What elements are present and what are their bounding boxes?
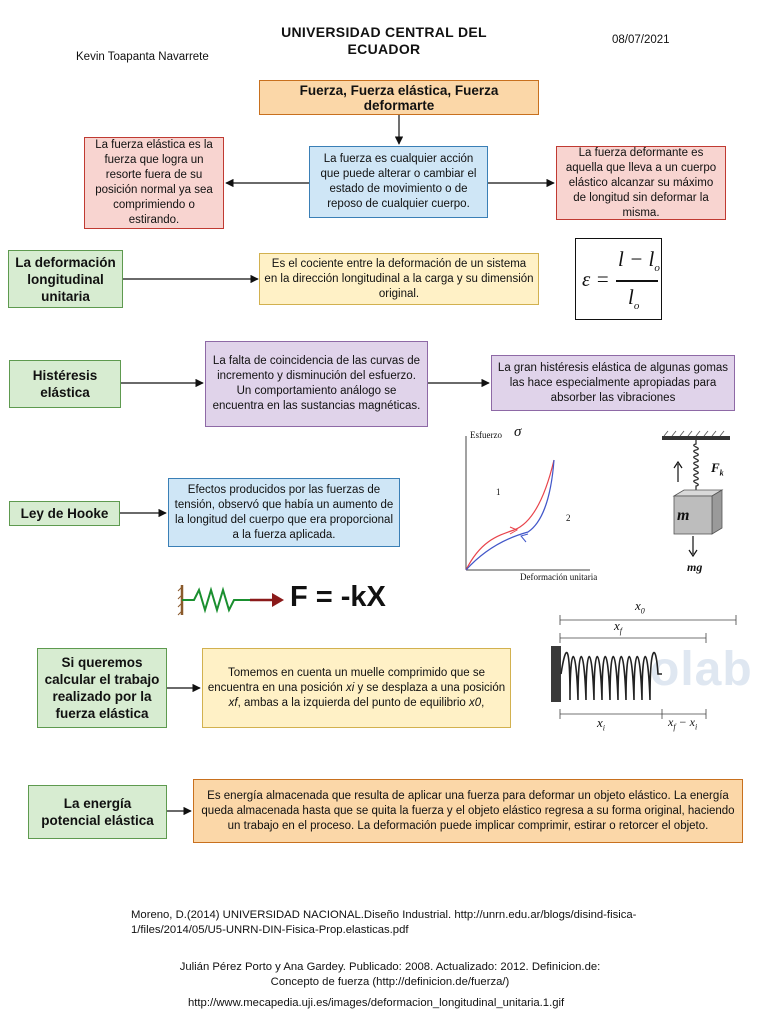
strain-formula: ε = l − lo lo (575, 238, 662, 320)
denominator-sub: o (633, 300, 640, 313)
graph-curve1-label: 1 (496, 487, 501, 497)
diff-label: xf − xi (668, 715, 697, 731)
force-label-text: F (711, 460, 720, 475)
institution-title: UNIVERSIDAD CENTRAL DEL ECUADOR (270, 24, 498, 58)
hooke-formula: F = -kX (290, 581, 386, 613)
loading-curve-1 (465, 459, 555, 571)
hanging-spring (693, 440, 699, 492)
hooke-text-box: Efectos producidos por las fuerzas de te… (168, 478, 400, 547)
institution-line-2: ECUADOR (347, 41, 421, 57)
compressed-spring-diagram (551, 615, 737, 719)
x0-sub: 0 (640, 606, 645, 616)
curve-2-arrow (520, 533, 529, 543)
fuerza-box: La fuerza es cualquier acción que puede … (309, 146, 488, 218)
trabajo-text-box: Tomemos en cuenta un muelle comprimido q… (202, 648, 511, 728)
title-box: Fuerza, Fuerza elástica, Fuerza deformar… (259, 80, 539, 115)
unloading-curve-2 (465, 459, 555, 571)
trabajo-text-a: Tomemos en cuenta un muelle comprimido q… (207, 667, 485, 694)
mass-block-side (711, 489, 723, 535)
reference-1: Moreno, D.(2014) UNIVERSIDAD NACIONAL.Di… (131, 909, 637, 936)
graph-ylabel: Esfuerzo (470, 430, 502, 440)
spring-mass-diagram (662, 430, 730, 558)
diff-sub-2: i (695, 722, 698, 732)
trabajo-text-b: y se desplaza a una posición (354, 682, 506, 694)
graph-sigma: σ (514, 424, 522, 440)
diff-sub-1: f (673, 722, 676, 732)
var-x0: x0 (469, 697, 482, 709)
fuerza-elastica-box: La fuerza elástica es la fuerza que logr… (84, 137, 224, 229)
histeresis-gomas-box: La gran histéresis elástica de algunas g… (491, 355, 735, 411)
hooke-spring (182, 586, 250, 614)
deformacion-text-box: Es el cociente entre la deformación de u… (259, 253, 539, 305)
spring-force-label: Fk (711, 460, 724, 478)
curve-1-arrow (509, 526, 519, 535)
var-xi: xi (345, 682, 355, 694)
mass-label: m (677, 507, 690, 524)
energia-label-box: La energía potencial elástica (28, 785, 167, 839)
formula-lhs: ε = (582, 267, 610, 291)
hooke-arrow-head (272, 593, 284, 607)
xf-sub: f (619, 626, 623, 636)
force-arrow-head (673, 460, 683, 469)
var-xf: xf (228, 697, 238, 709)
diff-text-a: x (668, 715, 674, 729)
numerator-text: l − l (618, 247, 655, 271)
trabajo-text-d: , (481, 697, 485, 709)
reference-2-line-2: Concepto de fuerza (http://definicion.de… (270, 976, 510, 988)
trabajo-text-c: , ambas a la izquierda del punto de equi… (237, 697, 470, 709)
author-name: Kevin Toapanta Navarrete (76, 51, 209, 63)
xi-label: xi (597, 715, 605, 733)
numerator-sub: o (654, 262, 660, 275)
formula-denominator: lo (628, 285, 639, 312)
fuerza-deformante-box: La fuerza deformante es aquella que llev… (556, 146, 726, 220)
mass-block-front (673, 495, 713, 535)
energia-text-box: Es energía almacenada que resulta de apl… (193, 779, 743, 843)
hooke-wall-hatching (177, 586, 183, 616)
histeresis-text-box: La falta de coincidencia de las curvas d… (205, 341, 428, 427)
xf-text: x (614, 618, 620, 633)
date: 08/07/2021 (612, 34, 670, 46)
hooke-spring-graphic (177, 585, 284, 616)
xi-sub: i (602, 723, 606, 733)
weight-label: mg (687, 560, 703, 574)
compressed-spring-coils (560, 651, 662, 701)
graph-xlabel: Deformación unitaria (520, 572, 598, 582)
reference-2-line-1: Julián Pérez Porto y Ana Gardey. Publica… (179, 961, 601, 973)
formula-numerator: l − lo (618, 247, 660, 274)
ceiling (662, 436, 730, 440)
ceiling-hatching (663, 430, 725, 437)
hysteresis-graph (465, 436, 590, 571)
fraction-bar (616, 280, 658, 282)
fixed-wall (551, 646, 561, 702)
xf-label: xf (614, 618, 622, 636)
weight-arrow-head (688, 549, 698, 558)
denominator-text: l (628, 285, 634, 309)
diff-text-mid: − x (675, 715, 695, 729)
reference-3: http://www.mecapedia.uji.es/images/defor… (188, 997, 565, 1009)
hooke-label-box: Ley de Hooke (9, 501, 120, 526)
watermark: olab (650, 643, 753, 696)
x0-label: x0 (635, 598, 645, 616)
histeresis-label-box: Histéresis elástica (9, 360, 121, 408)
institution-line-1: UNIVERSIDAD CENTRAL DEL (281, 24, 487, 40)
x0-text: x (635, 598, 641, 613)
force-label-sub: k (719, 468, 724, 478)
deformacion-label-box: La deformación longitudinal unitaria (8, 250, 123, 308)
trabajo-label-box: Si queremos calcular el trabajo realizad… (37, 648, 167, 728)
xi-text: x (597, 715, 603, 730)
reference-2: Julián Pérez Porto y Ana Gardey. Publica… (150, 960, 630, 990)
graph-curve2-label: 2 (566, 513, 571, 523)
